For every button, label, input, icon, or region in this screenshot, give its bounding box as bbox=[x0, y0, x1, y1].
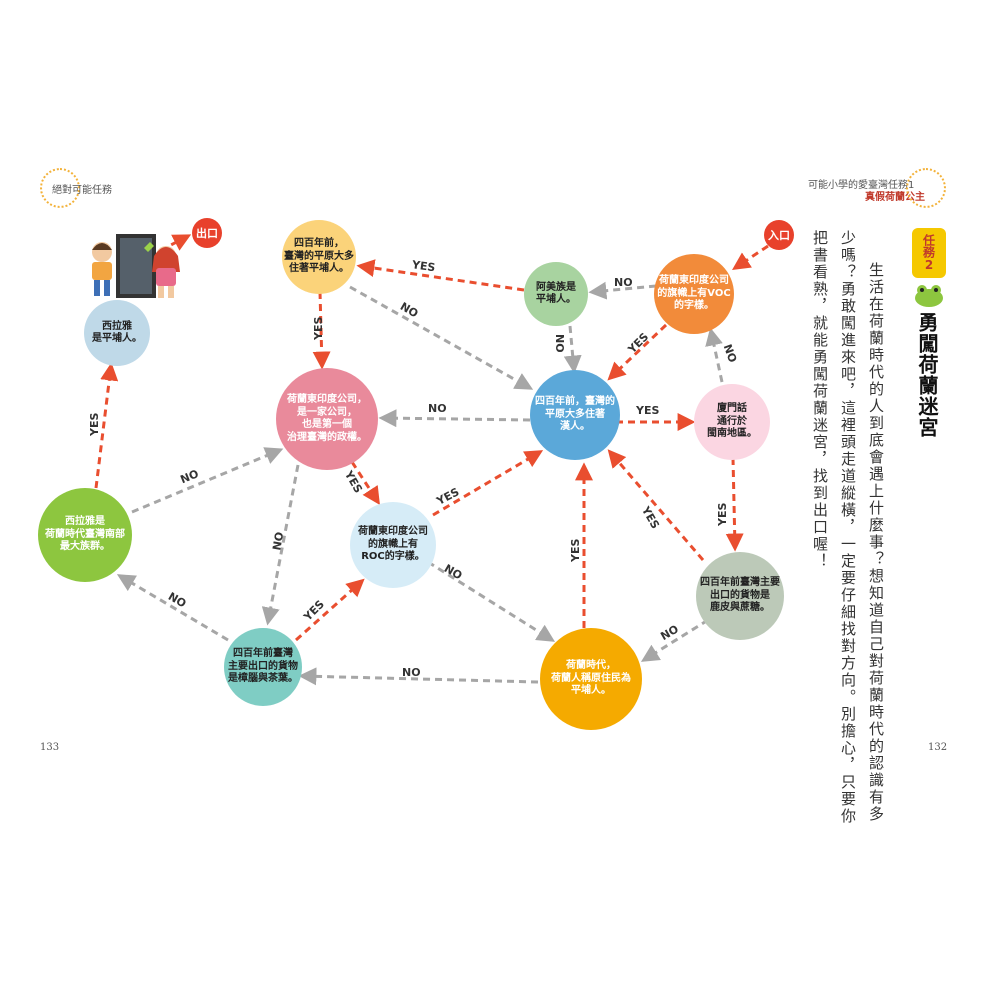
edge-n9-to-n12-no bbox=[427, 560, 556, 642]
header-right-series: 可能小學的愛臺灣任務1 bbox=[808, 180, 915, 191]
task-badge-label: 任務 bbox=[921, 234, 936, 258]
label-n2-n1-yes: YES bbox=[410, 258, 436, 274]
label-n11-n8-no: NO bbox=[166, 590, 189, 611]
label-n3-n2-no: NO bbox=[614, 276, 633, 289]
label-n1-n6-no: NO bbox=[398, 300, 421, 321]
task-badge-number: 2 bbox=[924, 258, 934, 272]
edge-n10-to-n12-no bbox=[640, 618, 709, 662]
edge-n1-to-n5-yes bbox=[312, 291, 331, 370]
label-n2-n6-no: NO bbox=[553, 334, 566, 353]
node-n8: 西拉雅是 荷蘭時代臺灣南部 最大族群。 bbox=[38, 488, 132, 582]
node-n2-text: 阿美族是 平埔人。 bbox=[536, 281, 576, 306]
edge-n2-to-n6-no bbox=[563, 325, 582, 374]
node-n12: 荷蘭時代， 荷蘭人稱原住民為 平埔人。 bbox=[540, 628, 642, 730]
edge-n8-to-n5-no bbox=[131, 447, 284, 514]
exit-badge: 出口 bbox=[192, 218, 222, 248]
node-n5: 荷蘭東印度公司， 是一家公司， 也是第一個 治理臺灣的政權。 bbox=[276, 368, 378, 470]
edge-n8-to-n4-yes bbox=[94, 362, 119, 489]
label-n12-n11-no: NO bbox=[402, 666, 421, 679]
edge-n10-to-n6-yes bbox=[607, 449, 705, 561]
node-n4-text: 西拉雅 是平埔人。 bbox=[92, 320, 142, 345]
node-n1: 四百年前， 臺灣的平原大多 住著平埔人。 bbox=[282, 220, 356, 294]
node-n6: 四百年前，臺灣的 平原大多住著 漢人。 bbox=[530, 370, 620, 460]
label-n8-n4-yes: YES bbox=[88, 413, 101, 437]
edge-n9-to-n6-yes bbox=[432, 450, 544, 517]
edge-n2-to-n1-yes bbox=[356, 259, 525, 292]
node-n1-text: 四百年前， 臺灣的平原大多 住著平埔人。 bbox=[284, 238, 354, 275]
node-n10: 四百年前臺灣主要 出口的貨物是 鹿皮與蔗糖。 bbox=[696, 552, 784, 640]
edge-n3-to-n2-no bbox=[588, 281, 657, 300]
edge-n5-to-n9-yes bbox=[350, 461, 380, 506]
label-n7-n10-yes: YES bbox=[716, 503, 729, 527]
label-n8-n5-no: NO bbox=[178, 467, 200, 486]
label-n10-n6-yes: YES bbox=[638, 503, 661, 531]
edge-n7-to-n10-yes bbox=[725, 457, 744, 552]
header-right-ornament bbox=[906, 168, 946, 208]
children-exit-illustration bbox=[92, 234, 180, 298]
edge-n3-to-n6-yes bbox=[607, 323, 668, 381]
node-n5-text: 荷蘭東印度公司， 是一家公司， 也是第一個 治理臺灣的政權。 bbox=[287, 394, 367, 443]
node-n8-text: 西拉雅是 荷蘭時代臺灣南部 最大族群。 bbox=[45, 516, 125, 553]
node-n12-text: 荷蘭時代， 荷蘭人稱原住民為 平埔人。 bbox=[551, 660, 631, 697]
node-n7-text: 廈門話 通行於 閩南地區。 bbox=[707, 403, 757, 440]
page-number-right: 132 bbox=[928, 742, 948, 753]
edge-n6-to-n5-no bbox=[378, 409, 531, 428]
node-n7: 廈門話 通行於 閩南地區。 bbox=[694, 384, 770, 460]
node-n10-text: 四百年前臺灣主要 出口的貨物是 鹿皮與蔗糖。 bbox=[700, 577, 780, 614]
edge-n5-to-n11-no bbox=[261, 464, 300, 626]
label-n9-n12-no: NO bbox=[442, 562, 465, 583]
header-left-title: 絕對可能任務 bbox=[52, 185, 112, 196]
label-n12-n6-yes: YES bbox=[569, 539, 582, 563]
label-n11-n9-yes: YES bbox=[301, 598, 328, 625]
intro-column-1: 生活在荷蘭時代的人到底會遇上什麼事？想知道自己對荷蘭時代的認識有多 bbox=[867, 262, 885, 823]
header-right-subtitle: 真假荷蘭公主 bbox=[865, 192, 925, 203]
node-n11-text: 四百年前臺灣 主要出口的貨物 是樟腦與茶葉。 bbox=[228, 648, 298, 685]
entrance-badge: 入口 bbox=[764, 220, 794, 250]
label-n6-n5-no: NO bbox=[428, 402, 447, 415]
task-title: 勇闖荷蘭迷宮 bbox=[915, 312, 939, 438]
label-n7-n3-no: NO bbox=[721, 342, 740, 364]
node-n4: 西拉雅 是平埔人。 bbox=[84, 300, 150, 366]
edge-entrance-to-n3 bbox=[732, 244, 769, 270]
edge-n1-to-n6-no bbox=[349, 285, 534, 390]
task-badge: 任務 2 bbox=[912, 228, 946, 278]
label-n5-n9-yes: YES bbox=[341, 468, 364, 496]
intro-column-3: 把書看熟，就能勇闖荷蘭迷宮，找到出口喔！ bbox=[811, 230, 829, 570]
node-n11: 四百年前臺灣 主要出口的貨物 是樟腦與茶葉。 bbox=[224, 628, 302, 706]
frog-icon bbox=[915, 285, 943, 307]
edge-n7-to-n3-no bbox=[705, 327, 724, 383]
edge-n12-to-n11-no bbox=[298, 667, 539, 686]
label-n5-n11-no: NO bbox=[270, 531, 286, 552]
node-n3-text: 荷蘭東印度公司 的旗幟上有VOC 的字樣。 bbox=[657, 275, 731, 312]
node-n2: 阿美族是 平埔人。 bbox=[524, 262, 588, 326]
node-n3: 荷蘭東印度公司 的旗幟上有VOC 的字樣。 bbox=[654, 254, 734, 334]
header-left-ornament bbox=[40, 168, 80, 208]
node-n9-text: 荷蘭東印度公司 的旗幟上有 ROC的字樣。 bbox=[358, 526, 428, 563]
label-n1-n5-yes: YES bbox=[312, 317, 325, 341]
label-n6-n7-yes: YES bbox=[635, 404, 659, 417]
node-n9: 荷蘭東印度公司 的旗幟上有 ROC的字樣。 bbox=[350, 502, 436, 588]
intro-column-2: 少嗎？勇敢闖進來吧，這裡頭走道縱橫，一定要仔細找對方向。別擔心，只要你 bbox=[839, 230, 857, 825]
page-number-left: 133 bbox=[40, 742, 60, 753]
edge-n11-to-n9-yes bbox=[295, 578, 365, 642]
edge-n11-to-n8-no bbox=[116, 574, 229, 642]
node-n6-text: 四百年前，臺灣的 平原大多住著 漢人。 bbox=[535, 396, 615, 433]
